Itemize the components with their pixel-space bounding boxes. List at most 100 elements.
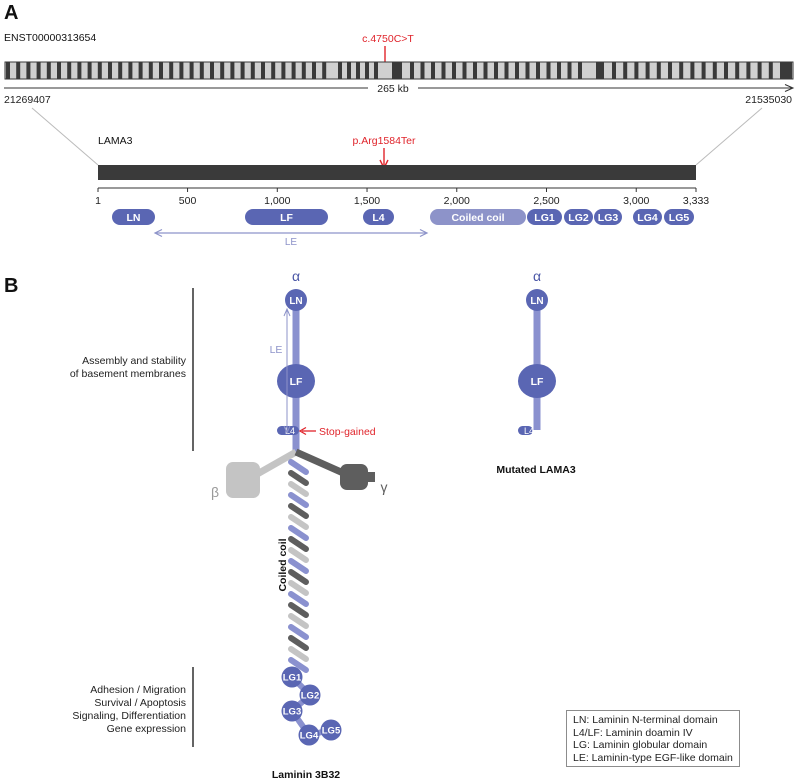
exon-block xyxy=(67,62,72,79)
exon-block xyxy=(596,62,604,79)
beta-globule xyxy=(226,462,260,498)
exon-block xyxy=(668,62,672,79)
exon-block xyxy=(612,62,616,79)
exon-block xyxy=(746,62,751,79)
domain-pill-l4 xyxy=(363,209,394,225)
coiled-coil-label: Coiled coil xyxy=(277,538,289,591)
exon-block xyxy=(230,62,235,79)
exon-block xyxy=(578,62,582,79)
panel-b-label: B xyxy=(4,275,18,297)
coil-segment xyxy=(288,525,309,541)
stop-gained-arrowhead xyxy=(298,426,307,436)
ln-domain-wt xyxy=(285,289,307,311)
domain-pill-label: LG4 xyxy=(637,212,658,224)
exon-block xyxy=(169,62,174,79)
exon-block xyxy=(431,62,435,79)
exon-block xyxy=(138,62,143,79)
axis-tick-label: 2,500 xyxy=(533,195,559,207)
coil-segment xyxy=(288,569,309,585)
coil-segment xyxy=(288,503,309,519)
exon-block xyxy=(473,62,477,79)
axis-tick-label: 3,333 xyxy=(683,195,709,207)
coil-segment xyxy=(288,602,309,618)
lg-domain-label: LG3 xyxy=(283,707,301,718)
domain-pill-lg2 xyxy=(564,209,593,225)
wild-type-caption: Laminin 3B32 xyxy=(272,769,340,781)
domain-pill-lg1 xyxy=(527,209,562,225)
lf-label-wt: LF xyxy=(290,376,303,388)
exon-block xyxy=(462,62,467,79)
legend-entry-l4-lf: L4/LF: Laminin doamin IV xyxy=(573,726,693,739)
domain-pill-label: L4 xyxy=(372,212,384,224)
legend-entry-le: LE: Laminin-type EGF-like domain xyxy=(573,751,733,764)
exon-block xyxy=(735,62,740,79)
ln-label-mut: LN xyxy=(530,296,543,307)
domain-pill-label: LN xyxy=(127,212,141,224)
mutant-caption: Mutated LAMA3 xyxy=(496,464,575,476)
exon-block xyxy=(724,62,728,79)
axis-tick-label: 2,000 xyxy=(444,195,470,207)
lg-domain-label: LG1 xyxy=(283,673,302,684)
abbreviation-legend: LN: Laminin N-terminal domain L4/LF: Lam… xyxy=(566,710,740,767)
function-top-line-2: of basement membranes xyxy=(70,368,186,380)
zoom-line-left xyxy=(31,107,99,166)
domain-pill-label: Coiled coil xyxy=(451,212,504,224)
exon-block xyxy=(210,62,214,79)
exon-block xyxy=(441,62,446,79)
exon-block xyxy=(374,62,378,79)
exon-block xyxy=(679,62,684,79)
l4-domain-mut xyxy=(518,426,533,435)
domain-pill-lg4 xyxy=(633,209,662,225)
exon-block xyxy=(768,62,773,79)
protein-name: LAMA3 xyxy=(98,135,133,147)
function-bottom-line-2: Survival / Apoptosis xyxy=(94,697,186,709)
ln-label-wt: LN xyxy=(289,296,302,307)
legend-entry-ln: LN: Laminin N-terminal domain xyxy=(573,714,718,726)
coil-segment xyxy=(288,470,309,486)
gamma-label: γ xyxy=(381,479,388,495)
legend-entry-lg: LG: Laminin globular domain xyxy=(573,739,708,751)
coil-segment xyxy=(288,646,309,662)
exon-block xyxy=(546,62,551,79)
exon-block xyxy=(567,62,572,79)
protein-bar xyxy=(98,165,696,180)
exon-block xyxy=(312,62,316,79)
exon-block xyxy=(634,62,639,79)
exon-block xyxy=(712,62,717,79)
domain-pill-label: LG5 xyxy=(669,212,690,224)
protein-variant-label: p.Arg1584Ter xyxy=(352,135,416,147)
exon-block xyxy=(271,62,276,79)
alpha-label-wt: α xyxy=(292,268,300,284)
function-bottom-line-4: Gene expression xyxy=(107,723,187,735)
exon-block xyxy=(26,62,31,79)
exon-block xyxy=(261,62,265,79)
exon-block xyxy=(656,62,661,79)
exon-block xyxy=(148,62,153,79)
domain-pill-label: LG1 xyxy=(534,212,555,224)
le-span-arrow-left xyxy=(153,228,163,238)
exon-block xyxy=(410,62,414,79)
exon-block xyxy=(128,62,133,79)
exon-block xyxy=(557,62,561,79)
transcript-id: ENST00000313654 xyxy=(4,32,96,44)
lg-domain-label: LG2 xyxy=(301,691,319,702)
coil-segment xyxy=(288,492,309,508)
lg-domain-1 xyxy=(281,666,303,688)
exon-block xyxy=(347,62,351,79)
exon-block xyxy=(623,62,628,79)
coil-segment xyxy=(288,613,309,629)
panel-a-label: A xyxy=(4,2,18,24)
exon-block xyxy=(250,62,255,79)
exon-block xyxy=(118,62,123,79)
function-bottom-line-3: Signaling, Differentiation xyxy=(72,710,186,722)
function-bottom-line-1: Adhesion / Migration xyxy=(90,684,186,696)
exon-block xyxy=(356,62,360,79)
le-bracket-arrow-top xyxy=(283,307,291,317)
exon-block xyxy=(87,62,92,79)
exon-block xyxy=(189,62,194,79)
exon-block xyxy=(97,62,102,79)
zoom-line-right xyxy=(695,107,763,166)
beta-label: β xyxy=(211,484,219,500)
axis-tick-label: 1 xyxy=(95,195,101,207)
